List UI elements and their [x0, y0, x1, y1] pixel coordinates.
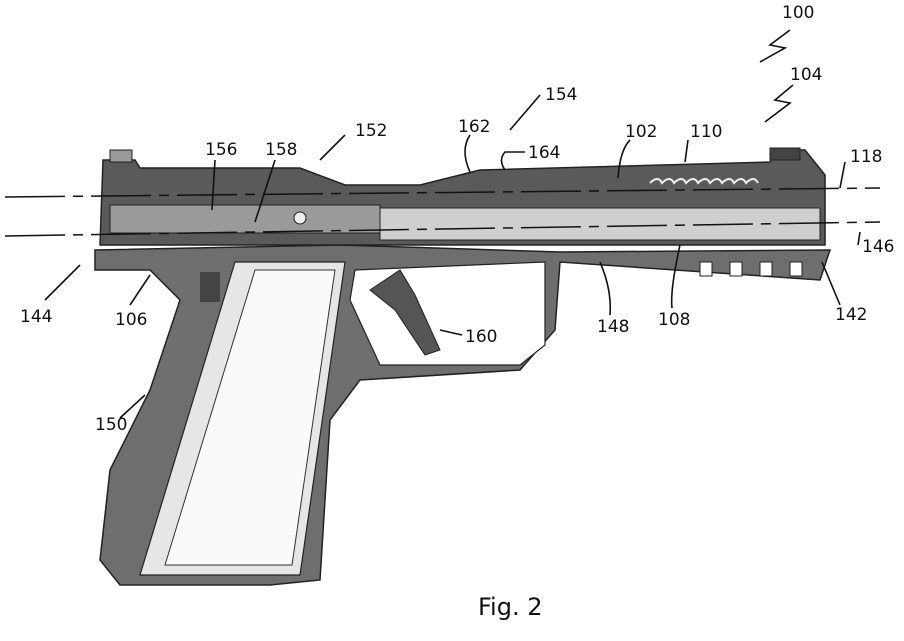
slide — [99, 147, 826, 246]
ref-118: 118 — [850, 147, 882, 167]
ref-144: 144 — [20, 307, 52, 327]
figure-caption: Fig. 2 — [478, 593, 543, 621]
ref-146: 146 — [862, 237, 894, 257]
trigger-guard — [349, 261, 546, 366]
axis-line-146 — [4, 221, 881, 237]
rear-sight — [109, 149, 133, 163]
barrel — [379, 207, 821, 241]
ref-152: 152 — [355, 121, 387, 141]
front-sight — [769, 147, 801, 161]
striker-assembly — [109, 204, 381, 234]
ref-162: 162 — [458, 117, 490, 137]
ref-106: 106 — [115, 310, 147, 330]
ref-100: 100 — [782, 3, 814, 23]
ref-156: 156 — [205, 140, 237, 160]
frame — [94, 244, 832, 586]
ref-148: 148 — [597, 317, 629, 337]
ref-150: 150 — [95, 415, 127, 435]
recoil-spring — [649, 178, 759, 185]
ref-154: 154 — [545, 85, 577, 105]
axis-line-118 — [4, 187, 881, 198]
ref-142: 142 — [835, 305, 867, 325]
leader-lines — [44, 29, 861, 419]
ref-158: 158 — [265, 140, 297, 160]
trigger — [369, 269, 441, 356]
ref-102: 102 — [625, 122, 657, 142]
ref-164: 164 — [528, 143, 560, 163]
ref-110: 110 — [690, 122, 722, 142]
ref-160: 160 — [465, 327, 497, 347]
ref-104: 104 — [790, 65, 822, 85]
ref-108: 108 — [658, 310, 690, 330]
